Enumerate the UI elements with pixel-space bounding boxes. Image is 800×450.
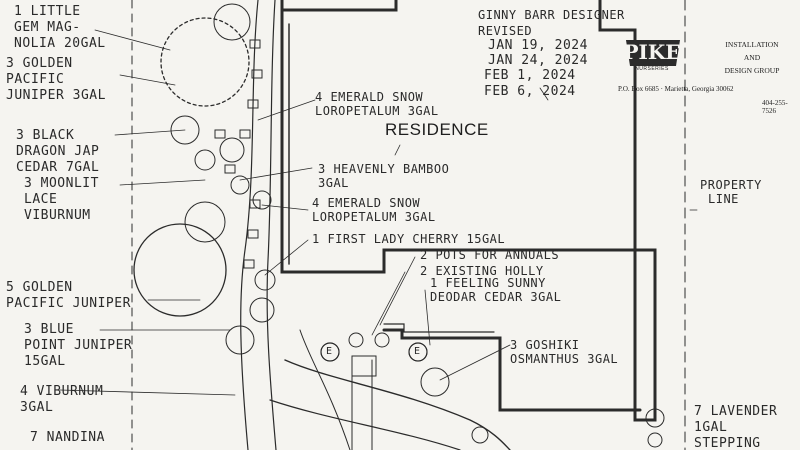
label-heavenly-bamboo: 3 HEAVENLY BAMBOO 3GAL: [318, 162, 450, 190]
existing-markers: [320, 342, 428, 362]
bed-edge-outer: [266, 0, 277, 450]
revision-date-3: FEB 1, 2024: [484, 68, 576, 83]
revision-date-1: JAN 19, 2024: [488, 38, 588, 53]
pike-logo: PIKE NURSERIES: [623, 40, 681, 72]
label-blue-point-juniper: 3 BLUE POINT JUNIPER 15GAL: [24, 322, 133, 369]
label-first-lady-cherry: 1 FIRST LADY CHERRY 15GAL: [312, 232, 506, 246]
revision-date-4: FEB 6, 2024: [484, 84, 576, 99]
existing-marker-1: E: [326, 346, 333, 357]
house-top-bar: [280, 0, 398, 12]
label-golden-juniper-top: 3 GOLDEN PACIFIC JUNIPER 3GAL: [6, 56, 106, 103]
label-moonlit-viburnum: 3 MOONLIT LACE VIBURNUM: [24, 176, 99, 223]
revised-label: REVISED: [478, 24, 533, 38]
lower-wing-outline: [382, 328, 642, 412]
label-existing-holly: 2 EXISTING HOLLY: [420, 264, 544, 278]
label-pots-annuals: 2 POTS FOR ANNUALS: [420, 248, 560, 262]
property-line-label: PROPERTY LINE: [700, 178, 762, 206]
lower-wing-inner: [383, 323, 495, 333]
label-emerald-snow-top: 4 EMERALD SNOW LOROPETALUM 3GAL: [315, 90, 439, 118]
designer-name: GINNY BARR DESIGNER: [478, 8, 625, 22]
label-magnolia: 1 LITTLE GEM MAG- NOLIA 20GAL: [14, 4, 106, 51]
house-outline: [280, 0, 657, 422]
label-viburnum: 4 VIBURNUM 3GAL: [20, 384, 104, 415]
residence-label: RESIDENCE: [385, 120, 489, 139]
label-deodar-cedar: 1 FEELING SUNNY DEODAR CEDAR 3GAL: [430, 276, 562, 304]
patio-curve: [284, 359, 511, 450]
revision-date-2: JAN 24, 2024: [488, 53, 588, 68]
label-emerald-snow-lower: 4 EMERALD SNOW LOROPETALUM 3GAL: [312, 196, 436, 224]
label-black-dragon-cedar: 3 BLACK DRAGON JAP CEDAR 7GAL: [16, 128, 100, 175]
existing-marker-2: E: [414, 346, 421, 357]
magnolia-canopy: [160, 17, 250, 107]
company-address: P.O. Box 6685 · Marietta, Georgia 30062: [618, 85, 734, 93]
label-golden-juniper-lower: 5 GOLDEN PACIFIC JUNIPER: [6, 280, 131, 311]
bed-edge-inner: [240, 0, 259, 450]
label-goshiki-osmanthus: 3 GOSHIKI OSMANTHUS 3GAL: [510, 338, 619, 366]
juniper-group-top: [213, 3, 251, 41]
company-phone: 404-255-7526: [762, 99, 788, 115]
walkway-block: [351, 355, 377, 377]
company-name: INSTALLATION AND DESIGN GROUP: [724, 40, 780, 75]
label-nandina: 7 NANDINA: [30, 430, 105, 445]
viburnum-canopy: [133, 223, 227, 317]
logo-mark: [626, 40, 680, 66]
label-lavender: 7 LAVENDER 1GAL STEPPING: [694, 404, 778, 450]
